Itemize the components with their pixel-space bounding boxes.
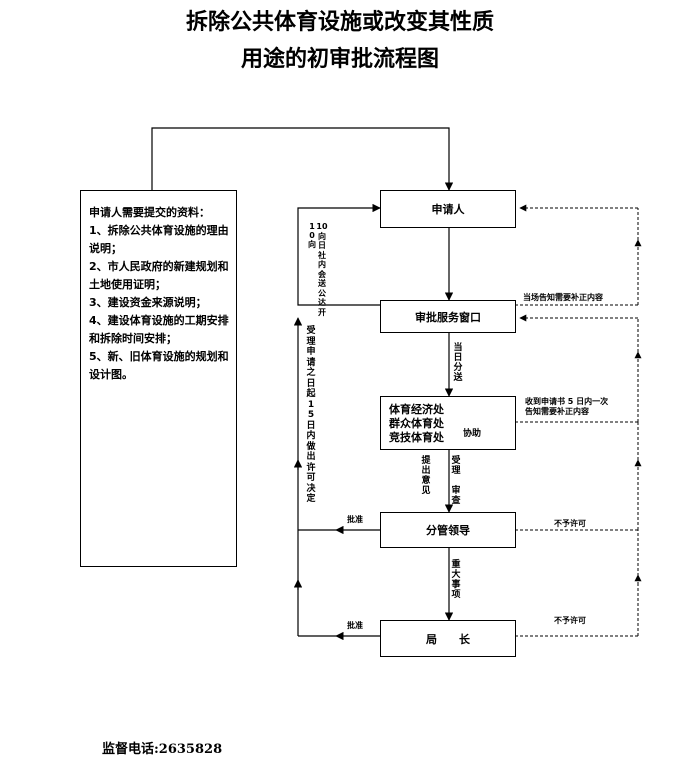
not-permit-label-2: 不予许可 — [554, 616, 586, 625]
materials-item: 2、市人民政府的新建规划和土地使用证明； — [89, 260, 229, 291]
materials-item: 4、建设体育设施的工期安排和拆除时间安排； — [89, 314, 229, 345]
bureau-chief-label-2: 长 — [459, 632, 470, 646]
approve-label-1: 批准 — [347, 515, 363, 524]
department-mass-sports: 群众体育处 — [389, 417, 444, 430]
accept-label: 受理 — [451, 456, 461, 476]
notify-onsite-label: 当场告知需要补正内容 — [523, 293, 603, 302]
major-matters-label: 重大事项 — [451, 560, 461, 600]
materials-item: 1、拆除公共体育设施的理由说明； — [89, 224, 229, 255]
page-title-line1: 拆除公共体育设施或改变其性质 — [185, 9, 494, 35]
division-leader-label: 分管领导 — [426, 524, 470, 537]
department-economy: 体育经济处 — [389, 403, 444, 416]
service-window-box: 审批服务窗口 — [380, 300, 516, 333]
deliver-10-days-label-a: 10向 — [308, 222, 316, 249]
assist-label: 协助 — [463, 429, 482, 439]
deliver-10-days-label: 10向日社内会送公达开 — [316, 222, 328, 317]
materials-box: 申请人需要提交的资料： 1、拆除公共体育设施的理由说明； 2、市人民政府的新建规… — [80, 190, 237, 567]
materials-to-applicant-line — [151, 127, 454, 191]
review-label: 审查 — [451, 486, 461, 506]
materials-item: 3、建设资金来源说明； — [89, 296, 207, 309]
notify-5-days-label-2: 告知需要补正内容 — [525, 407, 589, 416]
applicant-label: 申请人 — [431, 203, 465, 216]
applicant-box: 申请人 — [380, 190, 516, 228]
not-permit-label-1: 不予许可 — [554, 519, 586, 528]
approve-label-2: 批准 — [347, 621, 363, 630]
department-competitive: 竞技体育处 — [389, 431, 444, 444]
departments-box: 体育经济处 群众体育处 竞技体育处 协助 — [380, 396, 516, 450]
same-day-label: 当日分送 — [453, 343, 463, 383]
decision-15-days-label: 受理申请之日起15日内做出许可决定 — [306, 326, 316, 504]
page-title-line2: 用途的初审批流程图 — [240, 46, 439, 72]
materials-heading: 申请人需要提交的资料： — [89, 206, 210, 219]
opinion-label: 提出意见 — [421, 456, 431, 496]
bureau-chief-box: 局 长 — [380, 620, 516, 657]
bureau-chief-label-1: 局 — [426, 632, 437, 646]
service-window-label: 审批服务窗口 — [415, 310, 481, 324]
division-leader-box: 分管领导 — [380, 512, 516, 548]
materials-item: 5、新、旧体育设施的规划和设计图。 — [89, 350, 229, 381]
supervision-phone: 监督电话:2635828 — [102, 742, 223, 757]
notify-5-days-label-1: 收到申请书 5 日内一次 — [525, 397, 609, 406]
